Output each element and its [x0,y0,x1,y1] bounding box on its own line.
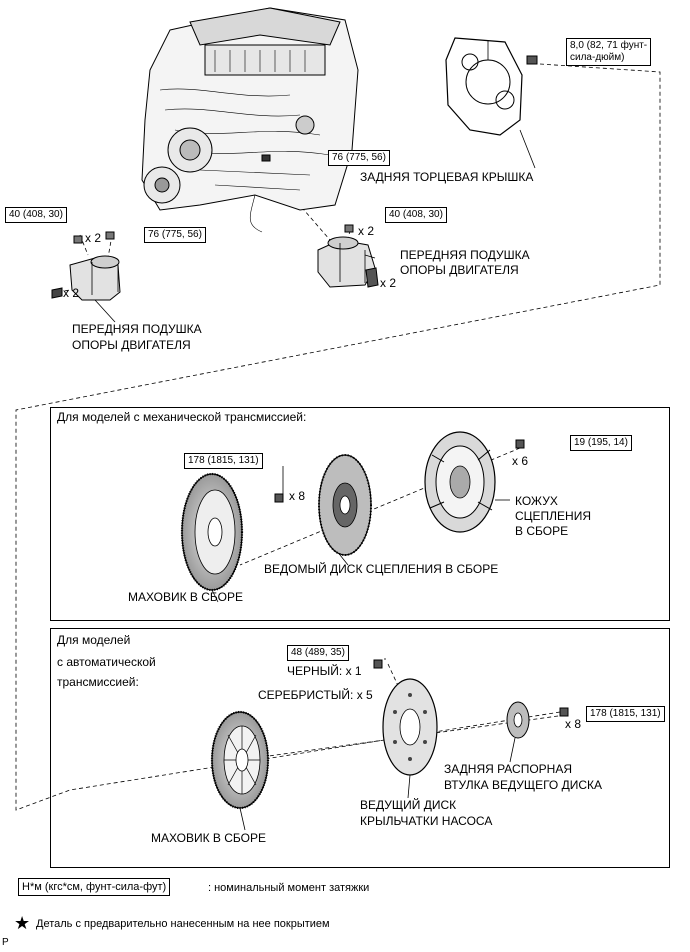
left-engine-mount [51,231,121,301]
torque-right-mount-bolt: 40 (408, 30) [385,207,447,223]
torque-left-mount-bolt: 40 (408, 30) [5,207,67,223]
label-spacer-1: ЗАДНЯЯ РАСПОРНАЯ [444,762,573,776]
torque-line-2: сила-дюйм) [570,52,625,63]
torque-center-nut: 76 (775, 56) [328,150,390,166]
legend-star-icon: ★ [14,913,31,933]
label-front-mount-left-2: ОПОРЫ ДВИГАТЕЛЯ [72,338,191,352]
torque-flywheel-bolt-mt: 178 (1815, 131) [184,453,263,469]
torque-rear-plate-bolt: 8,0 (82, 71 фунт- сила-дюйм) [566,38,652,66]
at-section-panel [50,628,670,868]
qty-clutch-bolts: x 6 [512,454,529,468]
rear-end-plate [445,37,538,136]
qty-at-bolts: x 8 [565,717,582,731]
mt-section-panel [50,407,670,621]
flywheel-mt [180,472,244,592]
label-clutch-cover-1: КОЖУХ [515,494,558,508]
label-silver-bolt: СЕРЕБРИСТЫЙ: x 5 [258,688,373,702]
label-driveplate-1: ВЕДУЩИЙ ДИСК [360,798,457,812]
at-section-title-1: Для моделей [57,633,131,647]
label-rear-end-plate: ЗАДНЯЯ ТОРЦЕВАЯ КРЫШКА [360,170,534,184]
clutch-cover-bolt [515,439,525,449]
label-front-mount-right-2: ОПОРЫ ДВИГАТЕЛЯ [400,263,519,277]
drive-plate-bolt [373,659,383,669]
legend-unit-box: Н*м (кгс*см, фунт-сила-фут) [18,878,171,896]
at-section-title-3: трансмиссией: [57,675,139,689]
at-section-title-2: с автоматической [57,655,156,669]
qty-right-bolt-bottom: x 2 [380,276,397,290]
qty-right-bolt-top: x 2 [358,224,375,238]
clutch-disc [318,454,372,556]
footer-code: P [2,937,9,948]
torque-clutch-cover-bolt: 19 (195, 14) [570,435,632,451]
mt-section-title: Для моделей с механической трансмиссией: [57,410,307,424]
engine-assembly [141,7,359,233]
torque-left-mount-nut: 76 (775, 56) [144,227,206,243]
legend-star-desc: Деталь с предварительно нанесенным на не… [36,918,330,930]
qty-left-bolt: x 2 [85,231,102,245]
torque-driveplate-bolt: 48 (489, 35) [287,645,349,661]
drive-plate-spacer [506,701,530,739]
legend-unit-desc: : номинальный момент затяжки [208,882,370,894]
label-clutch-cover-3: В СБОРЕ [515,524,569,538]
flywheel-bolt-mt [274,493,284,503]
label-clutch-cover-2: СЦЕПЛЕНИЯ [515,509,592,523]
torque-flywheel-bolt-at: 178 (1815, 131) [586,706,665,722]
label-clutch-disc: ВЕДОМЫЙ ДИСК СЦЕПЛЕНИЯ В СБОРЕ [264,562,499,576]
right-engine-mount [317,224,379,288]
label-spacer-2: ВТУЛКА ВЕДУЩЕГО ДИСКА [444,778,603,792]
leader-lines [94,129,536,831]
qty-left-mount-bottom: x 2 [63,286,80,300]
label-front-mount-left-1: ПЕРЕДНЯЯ ПОДУШКА [72,322,202,336]
label-black-bolt: ЧЕРНЫЙ: x 1 [287,664,362,678]
torque-line-1: 8,0 (82, 71 фунт- [570,40,648,51]
label-flywheel-at: МАХОВИК В СБОРЕ [151,831,266,845]
label-driveplate-2: КРЫЛЬЧАТКИ НАСОСА [360,814,493,828]
label-front-mount-right-1: ПЕРЕДНЯЯ ПОДУШКА [400,248,530,262]
at-flywheel-bolt [559,707,569,717]
clutch-cover [424,431,496,533]
label-flywheel-mt: МАХОВИК В СБОРЕ [128,590,243,604]
qty-flywheel-bolts: x 8 [289,489,306,503]
